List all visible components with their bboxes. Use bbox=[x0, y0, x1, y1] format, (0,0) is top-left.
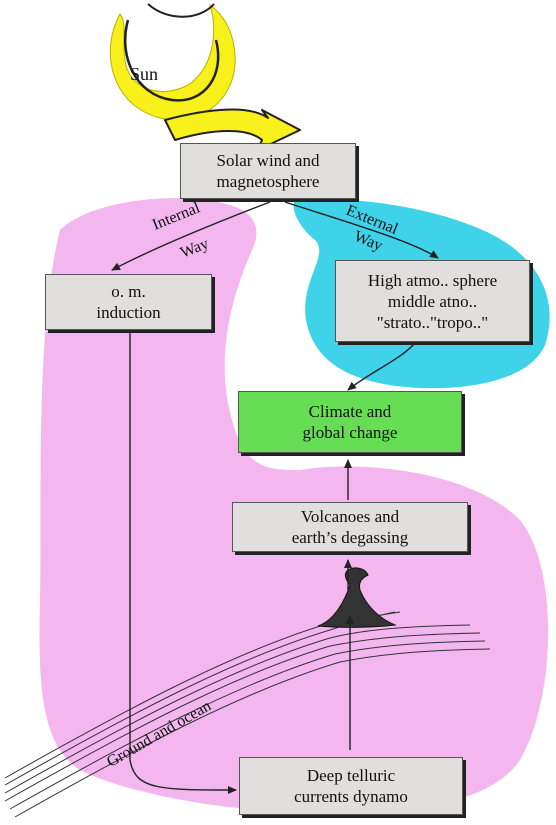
sun-arrow bbox=[164, 108, 301, 151]
arrow-external-way bbox=[284, 201, 439, 259]
arrow-internal-way bbox=[111, 201, 271, 271]
arrow-atmosphere-climate bbox=[347, 342, 416, 391]
arrow-induction-down bbox=[129, 330, 237, 794]
sun-icon bbox=[109, 3, 236, 121]
sun-label: Sun bbox=[130, 64, 159, 84]
volcanoes-box: Volcanoes and earth’s degassing bbox=[232, 502, 468, 552]
climate-box: Climate and global change bbox=[238, 391, 462, 453]
telluric-box: Deep telluric currents dynamo bbox=[239, 757, 463, 815]
volcano-icon bbox=[317, 567, 397, 628]
induction-box: o. m. induction bbox=[45, 274, 212, 330]
atmosphere-box: High atmo.. sphere middle atno.. "strato… bbox=[335, 260, 530, 342]
solar-wind-box: Solar wind and magnetosphere bbox=[180, 143, 356, 199]
